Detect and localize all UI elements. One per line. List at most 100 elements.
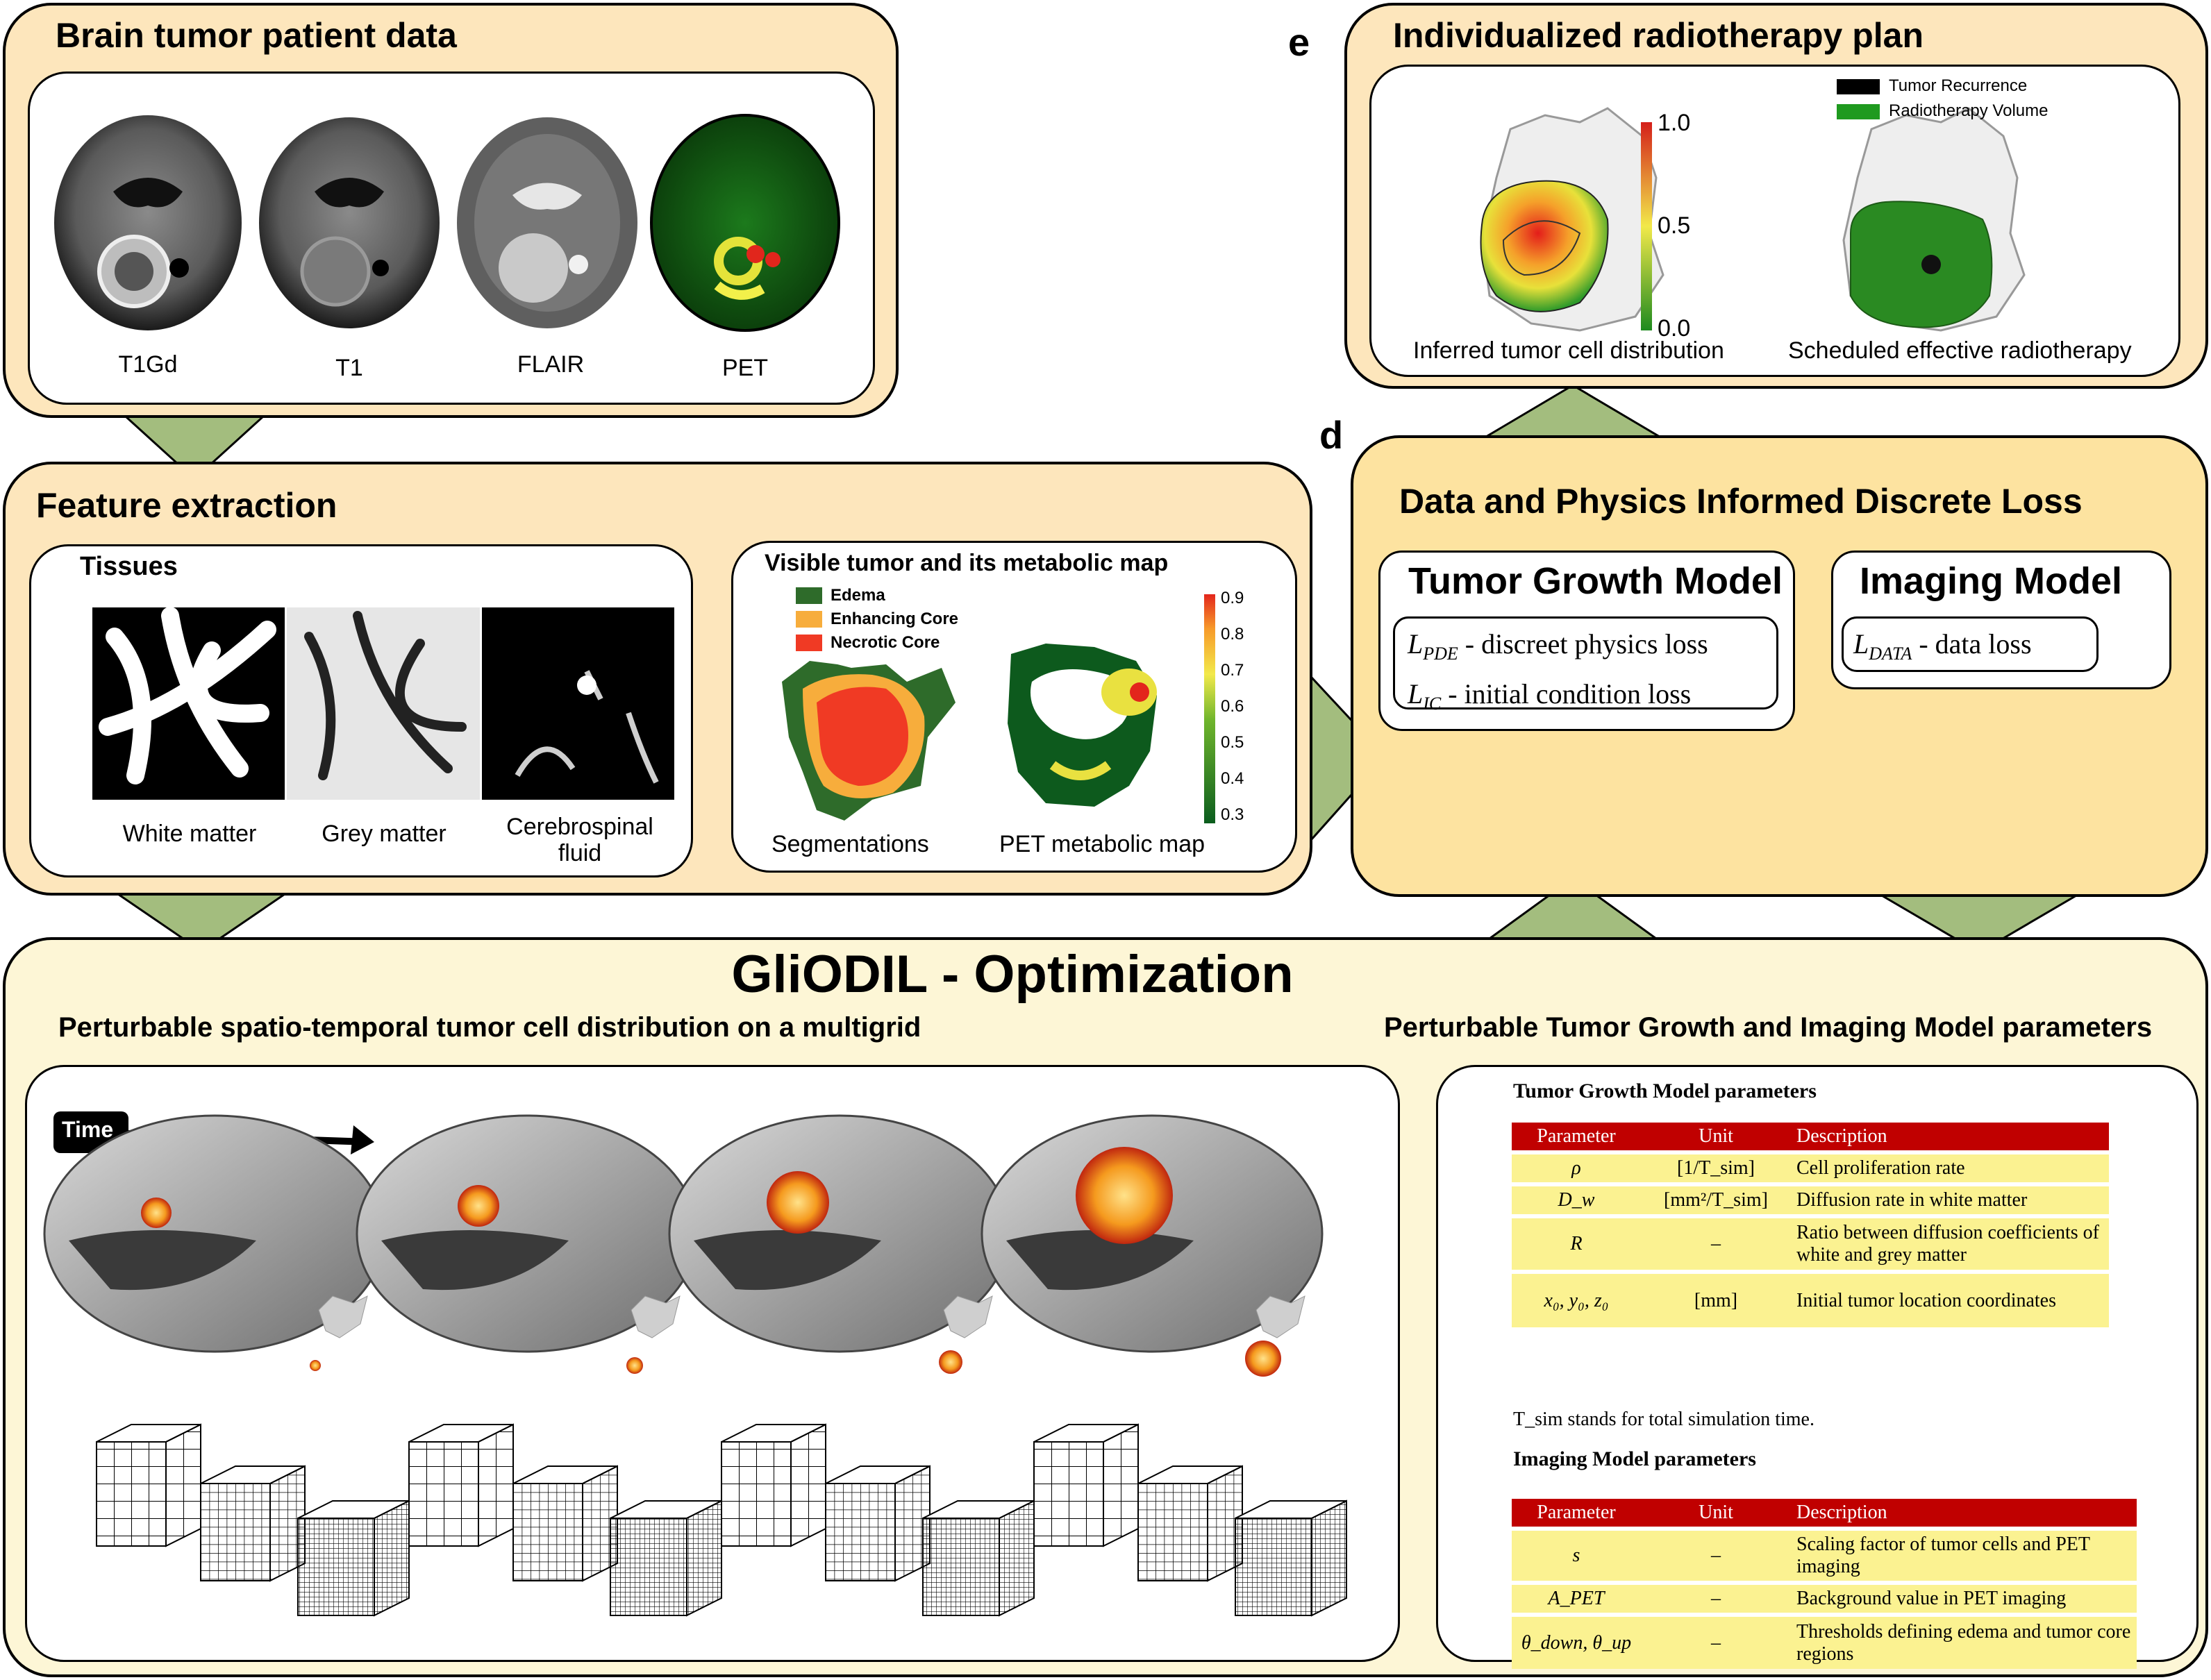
parameters-subtitle: Perturbable Tumor Growth and Imaging Mod…	[1384, 1012, 2153, 1043]
segmentation-necrotic	[817, 687, 908, 786]
multigrid-box: Time	[25, 1065, 1400, 1662]
tissues-title: Tissues	[80, 552, 178, 581]
tissue-maps	[92, 607, 674, 800]
visible-tumor-box: Visible tumor and its metabolic map Edem…	[731, 541, 1297, 873]
legend-radiotherapy-volume: Radiotherapy Volume	[1889, 101, 2049, 120]
white-matter-map	[92, 607, 285, 800]
tumor-growth-sequence	[43, 1111, 1347, 1617]
legend-edema: Edema	[831, 586, 885, 605]
inferred-tumor-heatmap	[1480, 180, 1609, 312]
multigrid-subtitle: Perturbable spatio-temporal tumor cell d…	[58, 1012, 921, 1043]
growth-table-header: Parameter Unit Description	[1512, 1123, 2109, 1152]
caption-inferred-distribution: Inferred tumor cell distribution	[1413, 337, 1724, 364]
pde-loss-text: LPDE - discreet physics loss	[1408, 628, 1708, 664]
cube-group-3	[721, 1423, 1035, 1617]
imaging-model-title: Imaging Model	[1860, 560, 2122, 602]
pet-tick-07: 0.7	[1221, 661, 1244, 680]
feature-extraction-title: Feature extraction	[36, 486, 337, 525]
feature-extraction-panel: Feature extraction Tissues White matter …	[3, 462, 1312, 896]
scan-label-t1gd: T1Gd	[118, 351, 178, 378]
table-row: x₀, y₀, z₀[mm]Initial tumor location coo…	[1512, 1270, 2109, 1327]
cube-group-2	[408, 1423, 722, 1617]
pet-scan	[650, 114, 840, 332]
cube-group-1	[96, 1423, 410, 1617]
imaging-params-title: Imaging Model parameters	[1513, 1447, 1756, 1470]
optimization-title: GliODIL - Optimization	[731, 945, 1294, 1004]
patient-data-panel: Brain tumor patient data	[3, 3, 899, 418]
brain-stage-2	[356, 1114, 699, 1374]
mri-scans	[54, 114, 840, 332]
table-row: s–Scaling factor of tumor cells and PET …	[1512, 1527, 2137, 1583]
caption-segmentations: Segmentations	[771, 831, 929, 857]
brain-stage-4	[981, 1114, 1324, 1377]
plan-colorbar	[1641, 122, 1652, 330]
panel-label-e: e	[1288, 20, 1310, 64]
optimization-panel: GliODIL - Optimization Perturbable spati…	[3, 937, 2208, 1677]
legend-swatch-recurrence	[1837, 79, 1880, 94]
csf-map	[482, 607, 674, 800]
discrete-loss-title: Data and Physics Informed Discrete Loss	[1399, 482, 2083, 521]
growth-params-table: Parameter Unit Description ρ[1/T_sim]Cel…	[1512, 1123, 2109, 1327]
legend-swatch-volume	[1837, 104, 1880, 119]
growth-params-title: Tumor Growth Model parameters	[1513, 1080, 1817, 1102]
cube-group-4	[1033, 1423, 1347, 1617]
imaging-table-header: Parameter Unit Description	[1512, 1499, 2137, 1529]
legend-swatch-edema	[796, 587, 822, 604]
plan-tick-0: 0.0	[1658, 315, 1691, 342]
grey-matter-map	[287, 607, 480, 800]
table-row: A_PET–Background value in PET imaging	[1512, 1581, 2137, 1615]
tissue-label-grey-matter: Grey matter	[322, 821, 447, 847]
legend-necrotic-core: Necrotic Core	[831, 633, 940, 652]
pet-tick-09: 0.9	[1221, 589, 1244, 607]
tissues-box: Tissues White matter Grey matter Cerebro…	[29, 544, 693, 877]
flair-scan	[457, 117, 637, 328]
tissue-label-white-matter: White matter	[122, 821, 257, 847]
segmentation-and-pet	[782, 587, 1215, 823]
panel-label-d: d	[1319, 413, 1344, 457]
pde-loss-line: LPDE - discreet physics loss LIC - initi…	[1393, 616, 1778, 714]
radiotherapy-plan-panel: Individualized radiotherapy plan Tumor R…	[1344, 3, 2208, 389]
visible-tumor-title: Visible tumor and its metabolic map	[765, 550, 1169, 576]
pet-tick-04: 0.4	[1221, 769, 1244, 788]
patient-scans-box: T1Gd T1 FLAIR PET	[28, 72, 875, 405]
pet-tick-06: 0.6	[1221, 697, 1244, 716]
plan-tick-05: 0.5	[1658, 212, 1691, 239]
caption-scheduled-radiotherapy: Scheduled effective radiotherapy	[1788, 337, 2132, 364]
brain-stage-1	[43, 1114, 386, 1371]
scan-label-pet: PET	[721, 355, 769, 381]
imaging-params-table: Parameter Unit Description s–Scaling fac…	[1512, 1499, 2137, 1669]
tsim-note: T_sim stands for total simulation time.	[1513, 1409, 1814, 1430]
pet-tick-08: 0.8	[1221, 625, 1244, 644]
growth-model-title: Tumor Growth Model	[1408, 560, 1783, 602]
patient-data-title: Brain tumor patient data	[56, 16, 457, 55]
radiotherapy-volume	[1850, 201, 1993, 328]
radiotherapy-plan-title: Individualized radiotherapy plan	[1393, 16, 1924, 55]
time-label: Time	[62, 1117, 114, 1142]
brain-stage-3	[668, 1114, 1011, 1374]
pet-colorbar	[1204, 594, 1215, 823]
scan-label-t1: T1	[335, 355, 363, 381]
legend-enhancing-core: Enhancing Core	[831, 610, 959, 628]
t1-scan	[259, 117, 440, 328]
pet-tick-05: 0.5	[1221, 733, 1244, 752]
pet-tick-03: 0.3	[1221, 805, 1244, 824]
discrete-loss-panel: Data and Physics Informed Discrete Loss …	[1351, 435, 2208, 897]
plan-tick-1: 1.0	[1658, 110, 1691, 136]
scan-label-flair: FLAIR	[517, 351, 585, 378]
radiotherapy-maps	[1480, 79, 2026, 332]
tissue-label-csf: Cerebrospinal fluid	[506, 814, 653, 866]
tumor-recurrence	[1921, 255, 1941, 274]
ic-loss-text: LIC - initial condition loss	[1408, 678, 1692, 714]
table-row: R–Ratio between diffusion coefficients o…	[1512, 1214, 2109, 1272]
growth-model-box: Tumor Growth Model LPDE - discreet physi…	[1378, 551, 1795, 731]
legend-tumor-recurrence: Tumor Recurrence	[1889, 76, 2028, 95]
legend-swatch-necrotic	[796, 635, 822, 651]
caption-pet-metabolic-map: PET metabolic map	[999, 831, 1205, 857]
table-row: D_w[mm²/T_sim]Diffusion rate in white ma…	[1512, 1182, 2109, 1216]
legend-swatch-enhancing	[796, 611, 822, 628]
imaging-model-box: Imaging Model LDATA - data loss	[1831, 551, 2171, 689]
arrow-loss-to-plan	[1475, 384, 1671, 442]
data-loss-line: LDATA - data loss	[1842, 616, 2099, 672]
table-row: θ_down, θ_up–Thresholds defining edema a…	[1512, 1613, 2137, 1669]
multigrid-cubes	[96, 1423, 1347, 1617]
